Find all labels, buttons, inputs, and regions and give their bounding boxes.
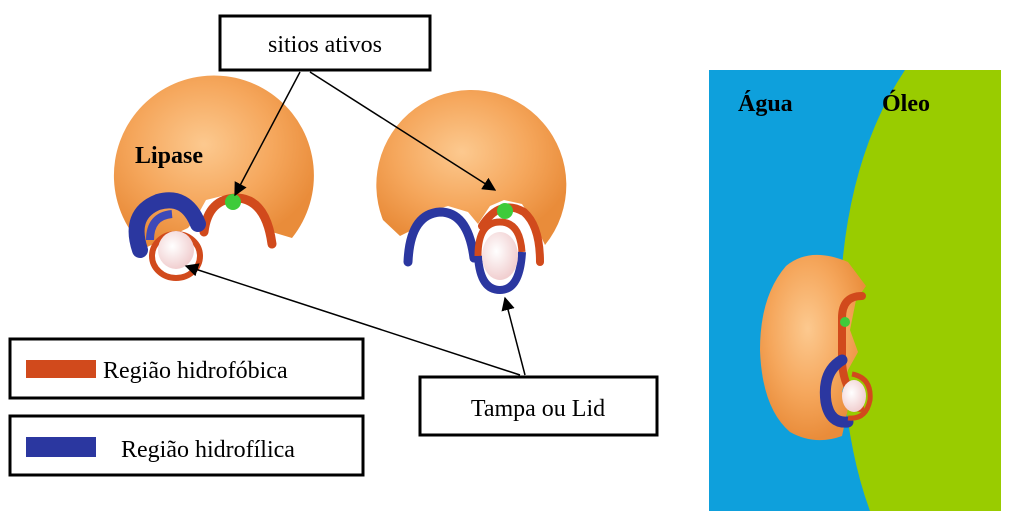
hydrophilic-region	[408, 212, 474, 262]
legend-swatch-hydrophobic	[26, 360, 96, 378]
legend-label-hydrophilic: Região hidrofílica	[121, 437, 295, 463]
lid-label: Tampa ou Lid	[471, 396, 605, 422]
active-site	[225, 194, 241, 210]
arrow	[505, 298, 525, 375]
lipase-closed-form: Lipase	[114, 76, 314, 278]
active-site	[840, 317, 850, 327]
enzyme-body	[376, 90, 566, 245]
lipase-open-form	[376, 90, 566, 290]
lipase-label: Lipase	[135, 143, 203, 169]
lid	[842, 380, 866, 412]
active-site	[497, 203, 513, 219]
active-sites-label: sitios ativos	[268, 32, 382, 58]
interface-panel: Água Óleo	[709, 70, 1001, 511]
oil-label: Óleo	[882, 90, 930, 117]
legend-swatch-hydrophilic	[26, 437, 96, 457]
legend: Região hidrofóbica Região hidrofílica	[10, 339, 363, 475]
legend-label-hydrophobic: Região hidrofóbica	[103, 358, 288, 384]
water-label: Água	[738, 91, 793, 117]
